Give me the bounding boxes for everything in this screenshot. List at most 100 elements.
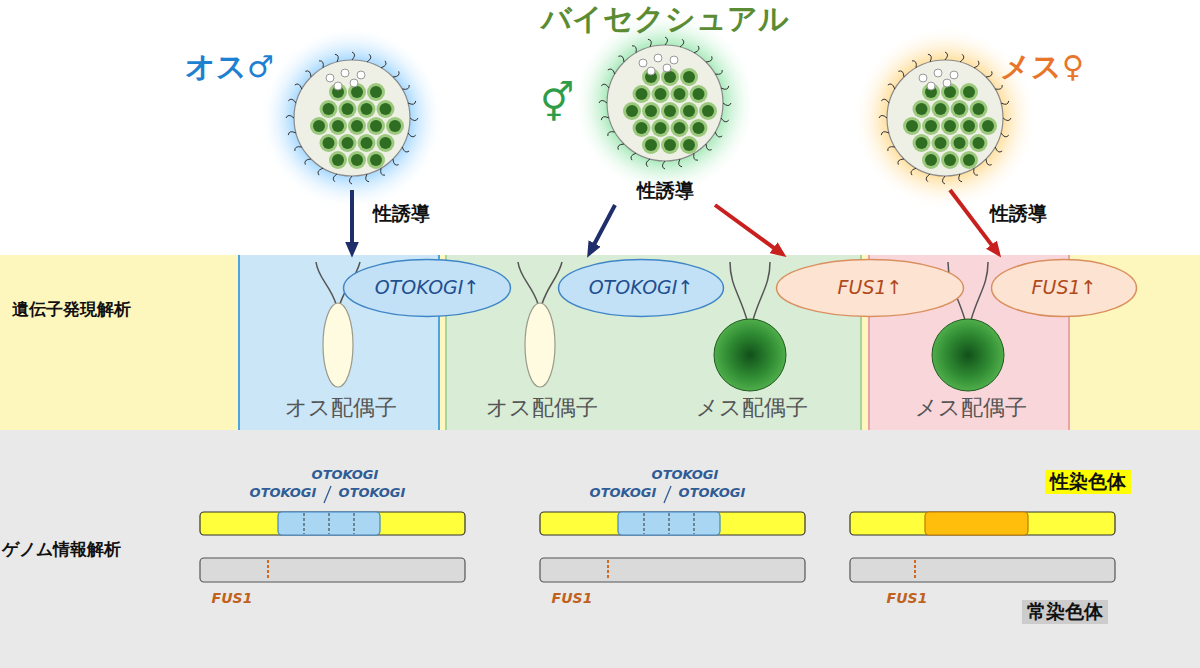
colony-hair [631,153,636,160]
colony-hair [960,54,964,62]
node-text: 性染色体 [1050,471,1126,493]
gene-label: OTOKOGI [652,468,719,483]
cell-halo [661,102,679,120]
colony-hair [721,86,729,89]
induction-arrow [594,205,615,245]
cell-halo [690,85,708,103]
colony-hair [295,84,302,89]
cell-halo [680,68,698,86]
cell-halo [329,83,347,101]
somatic-cell [674,122,686,134]
cell-halo [960,151,978,169]
colony-cells [286,37,1011,184]
somatic-cell [380,103,392,115]
locus-label: FUS1 [552,590,593,606]
somatic-cell [323,103,335,115]
node-text: FUS1↑ [1032,277,1097,299]
slash-mark [664,486,671,503]
small-cell [647,67,655,75]
gene-divider [644,513,645,534]
somatic-cell [645,105,657,117]
male-gamete [323,303,353,387]
cell-halo [329,151,347,169]
colony-body [607,45,723,161]
somatic-cell [674,88,686,100]
colony-detail [286,52,418,184]
cell-halo [671,119,689,137]
node-text: メス♀ [1000,50,1084,85]
colony-hair [721,118,729,122]
cell-halo [633,85,651,103]
cell-halo [690,119,708,137]
colony-hair [608,69,615,74]
somatic-cell [683,139,695,151]
colony-hair [402,147,409,152]
cell-halo [642,68,660,86]
locus-label: FUS1 [887,590,928,606]
otokogi-region [278,512,380,535]
somatic-cell [973,137,985,149]
flagellum [542,262,562,304]
colony-hair [1001,133,1009,137]
induction-arrow [950,190,992,246]
colony-hair [912,61,916,68]
node-text: 常染色体 [1027,601,1103,623]
colony-hair [393,71,399,77]
colony-hair [618,56,624,62]
somatic-cell [916,137,928,149]
flagellum [316,262,336,304]
colony-hair [601,117,609,120]
colony-glow [853,26,1037,210]
somatic-cell [954,137,966,149]
colony-hair [945,52,948,60]
somatic-cell [664,71,676,83]
ellipse-shape [344,260,511,317]
cell-halo [652,119,670,137]
colony-hair [715,70,722,74]
node-text: メス配偶子 [915,395,1027,420]
cell-halo [339,100,357,118]
locus-label: FUS1 [212,590,253,606]
colony-hair [723,103,731,106]
colony-hair [926,174,930,182]
colony-hair [648,39,651,47]
otokogi-region [618,512,720,535]
analysis-band: ゲノム情報解析性染色体常染色体 [0,430,1200,668]
colony-body [887,60,1003,176]
somatic-cell [351,154,363,166]
expression-ellipse: OTOKOGI↑ [557,258,725,318]
colony-hair [694,46,699,53]
ellipse-shape [992,260,1137,317]
fus1-locus [267,560,269,580]
cell-halo [941,151,959,169]
sex-chromosome [540,512,805,535]
expression-ellipse: FUS1↑ [990,258,1138,318]
somatic-cell [370,120,382,132]
colony-hair [974,168,978,175]
cell-halo [348,151,366,169]
small-cell [927,82,935,90]
colony-hair [352,52,355,60]
cell-halo [367,151,385,169]
cell-halo [922,117,940,135]
cell-halo [339,134,357,152]
colony-hair [879,115,887,118]
somatic-cell [693,122,705,134]
gene-divider [669,513,670,534]
cell-halo [680,102,698,120]
colony-hair [408,133,416,137]
cell-halo [922,83,940,101]
cell-halo [367,83,385,101]
somatic-cell [342,103,354,115]
colony-hair [632,46,636,53]
cell-halo [951,134,969,152]
cell-halo [941,117,959,135]
small-cell [670,56,678,64]
gene-divider [694,513,695,534]
somatic-cell [944,154,956,166]
analysis-band: 遺伝子発現解析オス配偶子OTOKOGI↑オス配偶子メス配偶子OTOKOGI↑FU… [0,255,1200,430]
gene-label: OTOKOGI [250,486,317,501]
colony-hair [898,71,904,77]
